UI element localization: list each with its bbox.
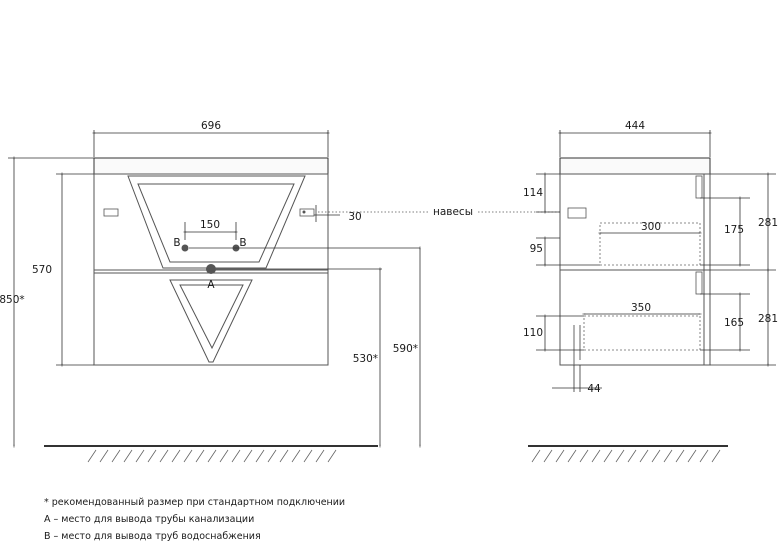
side-hinge	[567, 207, 587, 219]
label-b-left: B	[173, 237, 180, 249]
dim-44: 44	[587, 383, 601, 395]
dim-590: 590*	[393, 343, 418, 355]
dim-side-width: 444	[625, 120, 645, 132]
dim-total-height: 850*	[0, 294, 25, 306]
label-b-right: B	[239, 237, 246, 249]
dim-175: 175	[724, 224, 744, 236]
note-recommended: * рекомендованный размер при стандартном…	[44, 497, 345, 508]
dim-cabinet-height: 570	[32, 264, 52, 276]
side-handle-top	[695, 175, 703, 199]
dim-hinge-offset: 30	[348, 211, 361, 223]
dim-95: 95	[530, 243, 543, 255]
side-siphon	[573, 325, 581, 365]
front-triangle-upper	[127, 175, 306, 269]
dim-300: 300	[641, 221, 661, 233]
side-countertop	[559, 157, 711, 175]
dim-pipe-spacing: 150	[200, 219, 220, 231]
label-a: A	[207, 279, 215, 291]
dim-350: 350	[631, 302, 651, 314]
side-view: 444 114 95 300 175 281 350 110	[523, 120, 778, 463]
notes: * рекомендованный размер при стандартном…	[44, 497, 345, 542]
dim-165: 165	[724, 317, 744, 329]
hinges-label: навесы	[433, 206, 473, 218]
note-pipe-a: A – место для вывода трубы канализации	[44, 514, 254, 525]
note-pipe-b: B – место для вывода труб водоснабжения	[44, 531, 261, 542]
pipe-a	[206, 264, 216, 274]
pipe-b-left	[181, 244, 189, 252]
front-countertop	[93, 157, 329, 175]
dim-114: 114	[523, 187, 543, 199]
front-floor-hatch	[87, 449, 337, 463]
dim-281-bottom: 281	[758, 313, 778, 325]
front-triangle-lower	[169, 279, 253, 363]
side-handle-bottom	[695, 271, 703, 295]
front-hinge-left	[103, 208, 119, 217]
dim-front-width: 696	[201, 120, 221, 132]
front-view: 696 150 B B A 30 570 850* 530* 590*	[0, 120, 421, 463]
dim-281-top: 281	[758, 217, 778, 229]
side-floor-hatch	[531, 449, 721, 463]
dim-530: 530*	[353, 353, 378, 365]
dim-110: 110	[523, 327, 543, 339]
front-hinge-right	[299, 208, 315, 217]
